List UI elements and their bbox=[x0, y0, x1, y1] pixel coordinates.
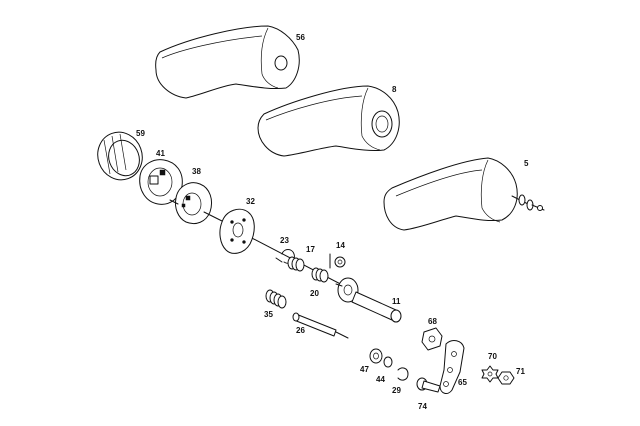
label-29: 29 bbox=[392, 386, 401, 395]
label-71: 71 bbox=[516, 367, 525, 376]
part-59-cap-ring bbox=[97, 131, 143, 181]
label-41: 41 bbox=[156, 149, 165, 158]
part-74-bolt bbox=[416, 377, 441, 393]
label-26: 26 bbox=[296, 326, 305, 335]
part-26-pin bbox=[292, 312, 349, 339]
label-8: 8 bbox=[392, 85, 397, 94]
part-44-washer bbox=[383, 356, 393, 368]
label-38: 38 bbox=[192, 167, 201, 176]
part-70-lock-washer bbox=[481, 365, 499, 383]
label-59: 59 bbox=[136, 129, 145, 138]
part-20-spring bbox=[311, 267, 329, 283]
label-32: 32 bbox=[246, 197, 255, 206]
label-5: 5 bbox=[524, 159, 529, 168]
part-5-armrest-assembly bbox=[383, 157, 545, 231]
label-65: 65 bbox=[458, 378, 467, 387]
part-17-spring bbox=[287, 256, 305, 272]
label-17: 17 bbox=[306, 245, 315, 254]
label-70: 70 bbox=[488, 352, 497, 361]
label-74: 74 bbox=[418, 402, 427, 411]
label-35: 35 bbox=[264, 310, 273, 319]
label-68: 68 bbox=[428, 317, 437, 326]
label-44: 44 bbox=[376, 375, 385, 384]
part-38-disc bbox=[169, 182, 213, 225]
part-71-nut bbox=[497, 371, 515, 385]
part-29-clip bbox=[397, 367, 409, 381]
part-65-lever bbox=[439, 340, 465, 394]
part-68-bracket bbox=[421, 327, 443, 351]
part-56-armrest-cover bbox=[155, 25, 300, 99]
label-11: 11 bbox=[392, 297, 401, 306]
part-41-housing bbox=[139, 159, 183, 205]
label-23: 23 bbox=[280, 236, 289, 245]
label-47: 47 bbox=[360, 365, 369, 374]
part-47-bushing bbox=[369, 348, 383, 364]
label-20: 20 bbox=[310, 289, 319, 298]
label-14: 14 bbox=[336, 241, 345, 250]
part-8-armrest bbox=[257, 85, 400, 157]
part-11-shaft bbox=[335, 277, 402, 323]
part-32-flange bbox=[219, 208, 255, 254]
part-14-washer bbox=[334, 256, 346, 268]
part-35-spring bbox=[265, 289, 287, 309]
label-56: 56 bbox=[296, 33, 305, 42]
